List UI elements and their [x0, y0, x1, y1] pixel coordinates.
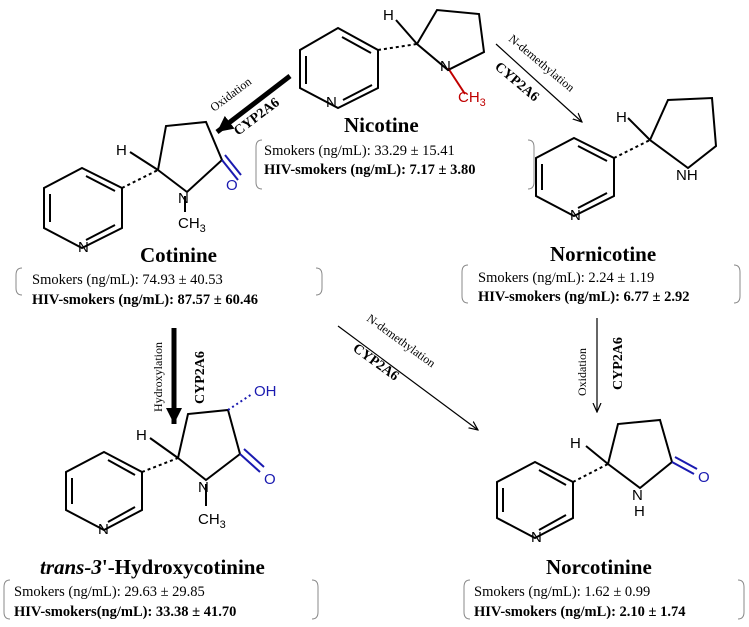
cotinine-name: Cotinine	[140, 243, 217, 267]
hydroxycotinine-n-pyr: N	[198, 479, 209, 496]
hydroxycotinine-atoms: N N H O OH CH3	[98, 383, 277, 538]
cotinine-hiv-smokers: HIV-smokers (ng/mL): 87.57 ± 60.46	[32, 292, 258, 308]
hydroxycotinine-stats-bracket	[3, 579, 11, 620]
cotinine-stats-bracket	[15, 267, 23, 296]
label-cot-hydroxy-reaction: Hydroxylation	[151, 342, 165, 412]
arrow-nicotine-to-cotinine	[215, 74, 292, 134]
norcotinine-h: H	[570, 435, 581, 452]
nicotine-n-ring: N	[326, 94, 337, 111]
hydroxycotinine-o: O	[264, 471, 276, 488]
nicotine-smokers: Smokers (ng/mL): 33.29 ± 15.41	[264, 143, 455, 159]
norcotinine-atoms: N N H H O	[531, 435, 710, 546]
nicotine-structure	[299, 8, 486, 110]
hydroxycotinine-hiv-smokers: HIV-smokers(ng/mL): 33.38 ± 41.70	[14, 604, 236, 620]
nornicotine-hiv-smokers: HIV-smokers (ng/mL): 6.77 ± 2.92	[478, 289, 689, 305]
nornicotine-structure	[535, 96, 718, 218]
hydroxycotinine-structure	[65, 393, 265, 532]
nicotine-name: Nicotine	[344, 113, 419, 137]
label-cot-hydroxy-enzyme: CYP2A6	[193, 351, 208, 404]
norcotinine-n-pyr: N	[632, 487, 643, 504]
cotinine-o: O	[226, 177, 238, 194]
norcotinine-name: Norcotinine	[546, 555, 652, 579]
nornicotine-atoms: N NH H	[570, 109, 698, 224]
norcotinine-n-ring: N	[531, 529, 542, 546]
nornicotine-stats-bracket	[461, 264, 469, 304]
cotinine-stats-bracket-right	[315, 267, 323, 296]
norcotinine-o: O	[698, 469, 710, 486]
norcotinine-stats-bracket-right	[737, 579, 745, 620]
hydroxycotinine-stats-bracket-right	[311, 579, 319, 620]
norcotinine-smokers: Smokers (ng/mL): 1.62 ± 0.99	[474, 584, 650, 600]
nicotine-h: H	[383, 7, 394, 24]
norcotinine-hiv-smokers: HIV-smokers (ng/mL): 2.10 ± 1.74	[474, 604, 685, 620]
nicotine-stats-bracket	[255, 139, 263, 190]
arrow-cotinine-to-norcotinine	[337, 325, 478, 430]
hydroxycotinine-smokers: Smokers (ng/mL): 29.63 ± 29.85	[14, 584, 205, 600]
cotinine-smokers: Smokers (ng/mL): 74.93 ± 40.53	[32, 272, 223, 288]
nornicotine-stats-bracket-right	[733, 264, 741, 304]
label-nic-nornic-enzyme: CYP2A6	[491, 60, 541, 105]
cotinine-n-ring: N	[78, 239, 89, 256]
cotinine-n-pyr: N	[178, 190, 189, 207]
label-nornic-norcot-enzyme: CYP2A6	[611, 337, 626, 390]
hydroxycotinine-n-ring: N	[98, 521, 109, 538]
nicotine-stats-bracket-right	[527, 139, 535, 190]
nornicotine-smokers: Smokers (ng/mL): 2.24 ± 1.19	[478, 270, 654, 286]
cotinine-structure	[43, 120, 242, 250]
norcotinine-stats-bracket	[463, 579, 471, 620]
label-nornic-norcot-reaction: Oxidation	[575, 348, 589, 396]
nicotine-atoms: N N H CH3	[326, 7, 486, 111]
cotinine-atoms: N N H O CH3	[78, 142, 238, 256]
nicotine-hiv-smokers: HIV-smokers (ng/mL): 7.17 ± 3.80	[264, 162, 475, 178]
hydroxycotinine-h: H	[136, 427, 147, 444]
nornicotine-n-ring: N	[570, 207, 581, 224]
nicotine-n-pyrrolidine: N	[440, 58, 451, 75]
norcotinine-structure	[496, 418, 698, 540]
cotinine-methyl: CH3	[178, 215, 206, 235]
hydroxycotinine-name: trans-3'-Hydroxycotinine	[40, 555, 265, 579]
hydroxycotinine-methyl: CH3	[198, 511, 226, 531]
cotinine-h: H	[116, 142, 127, 159]
hydroxycotinine-oh: OH	[254, 383, 277, 400]
nornicotine-name: Nornicotine	[550, 242, 656, 266]
nicotine-methyl: CH3	[458, 89, 486, 109]
norcotinine-n-h: H	[634, 503, 645, 520]
arrow-nicotine-to-nornicotine	[495, 43, 582, 122]
label-cot-norcot-enzyme: CYP2A6	[350, 341, 402, 384]
nornicotine-h: H	[616, 109, 627, 126]
nornicotine-nh: NH	[676, 167, 698, 184]
